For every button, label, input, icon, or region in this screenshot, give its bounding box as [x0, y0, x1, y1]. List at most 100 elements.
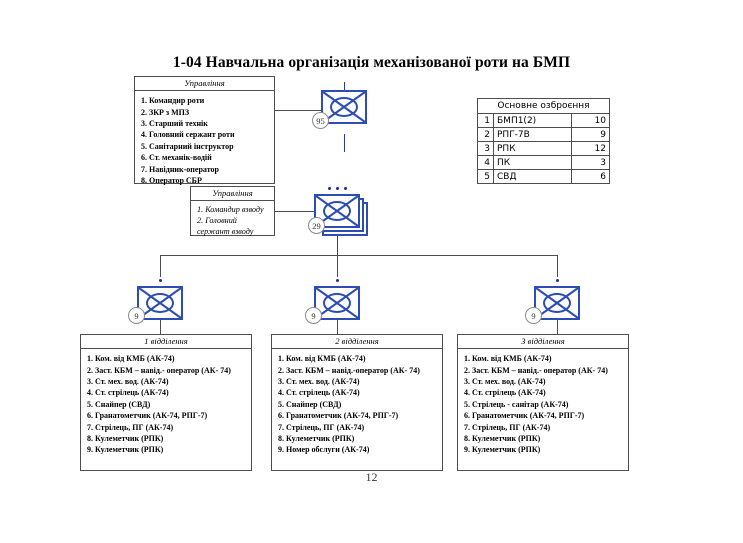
squad-3-list: 1. Ком. від КМБ (АК-74) 2. Заст. КБМ – н… — [458, 349, 628, 459]
mechanized-infantry-glyph — [315, 287, 359, 319]
list-item: 1. Командир роти — [141, 96, 205, 106]
weapon-qty: 3 — [571, 155, 610, 170]
connector-squad-to-box-3 — [557, 320, 558, 334]
platoon-hq-header: Управління — [191, 187, 274, 202]
connector-squad-to-box-1 — [160, 320, 161, 334]
list-item: 8. Кулеметчик (РПК) — [464, 433, 541, 443]
list-item: 6. Ст. механік-водій — [141, 153, 212, 163]
row-index: 4 — [477, 155, 494, 170]
list-item: 5. Санітарний інструктор — [141, 141, 234, 151]
mechanized-infantry-glyph — [535, 287, 579, 319]
squad-2-list: 1. Ком. від КМБ (АК-74) 2. Заст. КБМ – н… — [272, 349, 442, 459]
list-item: 7. Навідник-оператор — [141, 164, 219, 174]
table-row: 5 СВД 6 — [477, 169, 610, 184]
squad-3-header: 3 відділення — [458, 335, 628, 350]
weapon-name: ПК — [493, 155, 572, 170]
list-item: 2. Заст. КБМ – навід.- оператор (АК- 74) — [464, 365, 608, 375]
unit-symbol-squad-1[interactable]: 9 — [128, 279, 183, 324]
list-item: 4. Ст. стрілець (АК-74) — [464, 388, 546, 398]
connector-platoon-down — [337, 236, 338, 256]
company-hq-list: 1. Командир роти 2. ЗКР з МПЗ 3. Старший… — [135, 91, 274, 190]
list-item: 6. Гранатометчик (АК-74, РПГ-7) — [278, 411, 399, 421]
list-item: 2. ЗКР з МПЗ — [141, 107, 190, 117]
list-item: 9. Кулеметчик (РПК) — [464, 445, 541, 455]
list-item: 4. Ст. стрілець (АК-74) — [87, 388, 169, 398]
company-hq-box[interactable]: Управління 1. Командир роти 2. ЗКР з МПЗ… — [134, 76, 275, 185]
mechanized-infantry-glyph — [138, 287, 182, 319]
list-item: 7. Стрілець, ПГ (АК-74) — [464, 422, 551, 432]
list-item: 1. Ком. від КМБ (АК-74) — [464, 354, 552, 364]
weapon-name: БМП1(2) — [493, 113, 572, 128]
squad-box-1[interactable]: 1 відділення 1. Ком. від КМБ (АК-74) 2. … — [80, 334, 252, 471]
unit-symbol-platoon[interactable]: 29 — [308, 187, 368, 236]
echelon-dots-platoon — [314, 187, 360, 190]
mechanized-infantry-glyph — [322, 91, 366, 123]
weapon-qty: 10 — [571, 113, 610, 128]
list-item: 3. Ст. мех. вод. (АК-74) — [87, 377, 169, 387]
echelon-dot — [343, 187, 347, 190]
list-item: 8. Кулеметчик (РПК) — [278, 433, 355, 443]
unit-badge-company: 95 — [312, 112, 329, 129]
unit-badge-squad-1: 9 — [128, 307, 145, 324]
list-item: 1. Ком. від КМБ (АК-74) — [87, 354, 175, 364]
list-item: 8. Кулеметчик (РПК) — [87, 433, 164, 443]
table-row: 4 ПК 3 — [477, 155, 610, 170]
echelon-dot — [555, 279, 559, 282]
list-item: 4. Головний сержант роти — [141, 130, 235, 140]
weapon-qty: 12 — [571, 141, 610, 156]
weapon-qty: 9 — [571, 127, 610, 142]
unit-symbol-squad-3[interactable]: 9 — [525, 279, 580, 324]
echelon-dots-squad-1 — [137, 279, 183, 282]
list-item: 5. Снайпер (СВД) — [278, 399, 342, 409]
weapons-table[interactable]: Основне озброєння 1 БМП1(2) 10 2 РПГ-7В … — [477, 98, 610, 184]
platoon-hq-list: 1. Командир взводу 2. Головний сержант в… — [191, 201, 274, 241]
list-item: 9. Кулеметчик (РПК) — [87, 445, 164, 455]
page-title: 1-04 Навчальна організація механізованої… — [172, 54, 571, 71]
echelon-dots-squad-2 — [314, 279, 360, 282]
connector-company-hq — [275, 110, 321, 111]
connector-squad-drop-1 — [160, 255, 161, 277]
squad-2-header: 2 відділення — [272, 335, 442, 350]
unit-symbol-squad-2[interactable]: 9 — [305, 279, 360, 324]
connector-company-top-stub — [344, 82, 345, 90]
connector-squad-bus — [160, 255, 557, 256]
weapons-table-title: Основне озброєння — [477, 98, 610, 114]
list-item: 3. Старший технік — [141, 119, 208, 129]
list-item: 1. Ком. від КМБ (АК-74) — [278, 354, 366, 364]
row-index: 1 — [477, 113, 494, 128]
echelon-dot — [158, 279, 162, 282]
row-index: 2 — [477, 127, 494, 142]
connector-squad-drop-3 — [557, 255, 558, 277]
squad-box-2[interactable]: 2 відділення 1. Ком. від КМБ (АК-74) 2. … — [271, 334, 443, 471]
echelon-dot — [327, 187, 331, 190]
squad-1-header: 1 відділення — [81, 335, 251, 350]
connector-platoon-hq — [275, 211, 315, 212]
table-row: 3 РПК 12 — [477, 141, 610, 156]
company-hq-header: Управління — [135, 77, 274, 92]
row-index: 5 — [477, 169, 494, 184]
row-index: 3 — [477, 141, 494, 156]
list-item: 8. Оператор СБР — [141, 175, 202, 185]
weapon-name: РПК — [493, 141, 572, 156]
squad-1-list: 1. Ком. від КМБ (АК-74) 2. Заст. КБМ – н… — [81, 349, 251, 459]
unit-symbol-company[interactable]: 95 — [312, 90, 367, 129]
list-item: 4. Ст. стрілець (АК-74) — [278, 388, 360, 398]
unit-badge-squad-2: 9 — [305, 307, 322, 324]
list-item: 2. Заст. КБМ – навід.- оператор (АК- 74) — [87, 365, 231, 375]
platoon-hq-box[interactable]: Управління 1. Командир взводу 2. Головни… — [190, 186, 275, 236]
list-item: 7. Стрілець, ПГ (АК-74) — [87, 422, 174, 432]
list-item: 5. Стрілець - санітар (АК-74) — [464, 399, 569, 409]
echelon-dot — [335, 187, 339, 190]
table-title-row: Основне озброєння — [477, 98, 610, 114]
weapon-qty: 6 — [571, 169, 610, 184]
table-row: 1 БМП1(2) 10 — [477, 113, 610, 128]
page-number: 12 — [365, 470, 378, 484]
squad-box-3[interactable]: 3 відділення 1. Ком. від КМБ (АК-74) 2. … — [457, 334, 629, 471]
table-row: 2 РПГ-7В 9 — [477, 127, 610, 142]
weapon-name: СВД — [493, 169, 572, 184]
connector-squad-to-box-2 — [337, 320, 338, 334]
echelon-dot — [335, 279, 339, 282]
list-item: 6. Гранатометчик (АК-74, РПГ-7) — [87, 411, 208, 421]
list-item: 2. Заст. КБМ – навід.-оператор (АК- 74) — [278, 365, 420, 375]
